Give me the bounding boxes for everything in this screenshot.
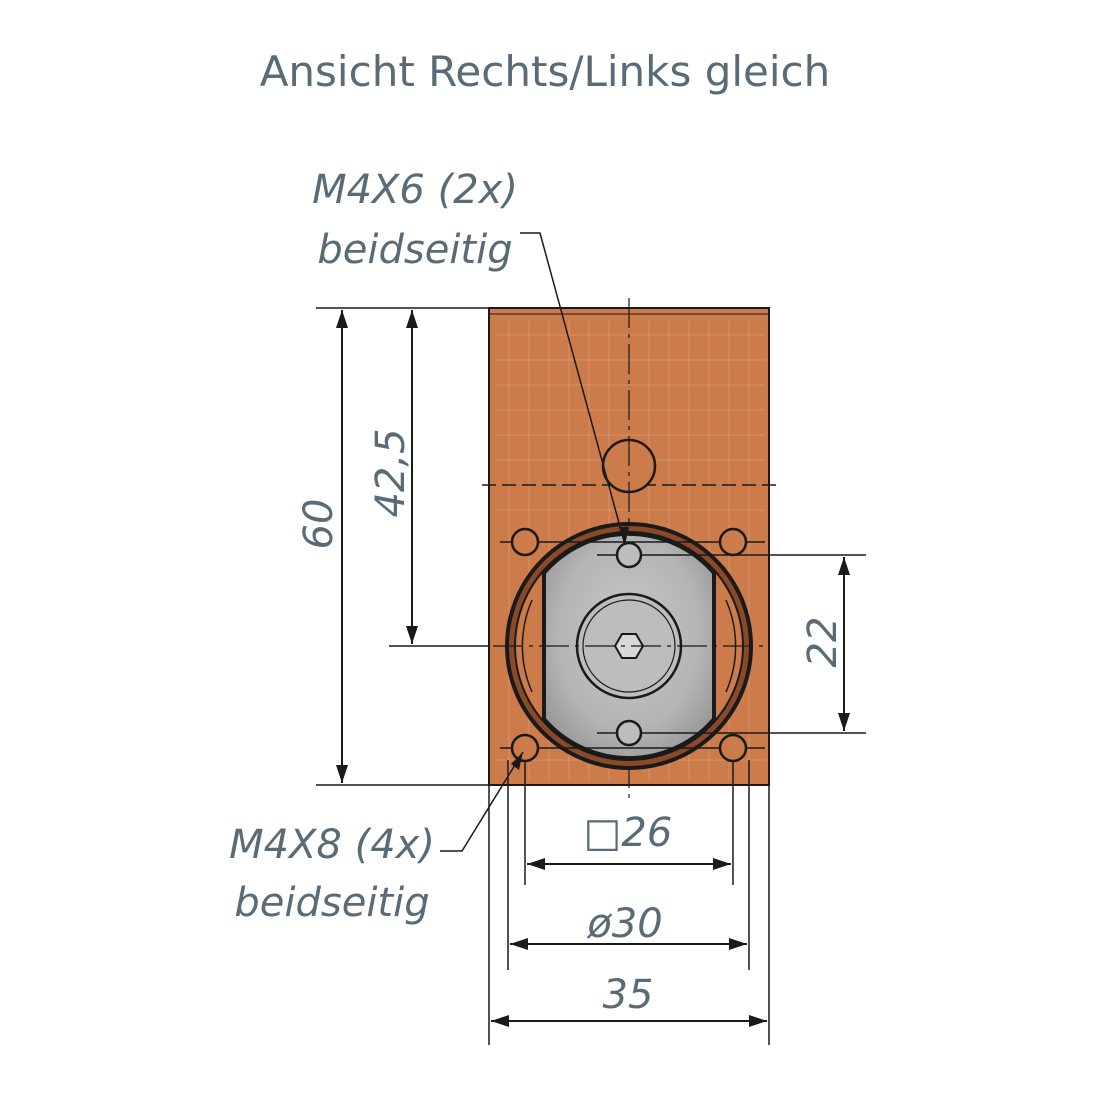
- dimension-22: [838, 557, 850, 731]
- dimension-60-label: 60: [296, 499, 342, 550]
- leader-top: [520, 232, 629, 546]
- note-m4x8-sides: beidseitig: [234, 880, 429, 926]
- dimension-diameter-30-label: ø30: [586, 901, 662, 947]
- leader-bottom: [440, 751, 524, 852]
- note-m4x6-sides: beidseitig: [317, 227, 512, 273]
- dimension-42-5-label: 42,5: [368, 428, 414, 517]
- dimension-35: [491, 1015, 767, 1027]
- note-m4x6: M4X6 (2x): [312, 167, 518, 213]
- dimension-square-26: [527, 858, 731, 870]
- dimension-square-26-label: □26: [584, 810, 673, 856]
- m4x6-holes: [615, 541, 643, 747]
- dimension-diameter-30: [510, 938, 747, 950]
- extension-lines: [316, 307, 770, 1045]
- drawing-title: Ansicht Rechts/Links gleich: [260, 47, 831, 96]
- m4x8-holes: [510, 527, 748, 763]
- dimension-60: [336, 310, 348, 783]
- dimension-35-label: 35: [603, 972, 654, 1018]
- note-m4x8: M4X8 (4x): [229, 822, 435, 868]
- dimension-42-5: [406, 310, 418, 644]
- dimension-22-label: 22: [800, 617, 846, 668]
